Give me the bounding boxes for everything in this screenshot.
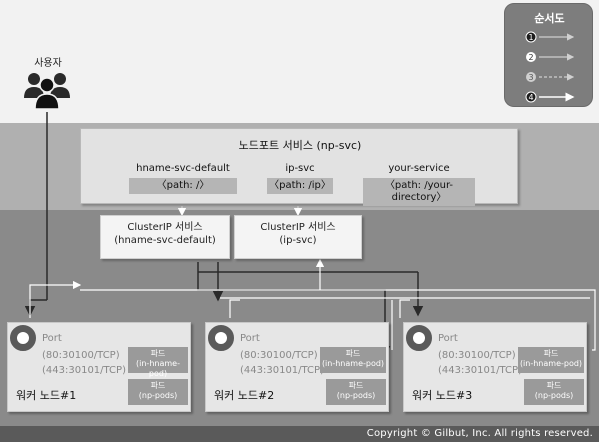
legend-num-2: 2 — [528, 53, 533, 62]
pod-in-hname: 파드 (in-hname-pod) — [128, 347, 188, 378]
copyright-text: Copyright © Gilbut, Inc. All rights rese… — [366, 428, 593, 439]
service-name: ip-svc — [267, 163, 333, 178]
port-label: Port — [438, 333, 458, 344]
port-icon — [208, 325, 234, 351]
pod-name: (in-hname-pod) — [321, 359, 385, 368]
pod-title: 파드 — [348, 381, 364, 390]
clusterip-label: ClusterIP 서비스 — [260, 222, 336, 233]
port-mapping-https: (443:30101/TCP) — [438, 365, 522, 376]
pod-np-pods: 파드 (np-pods) — [326, 379, 386, 405]
users-icon — [24, 73, 70, 110]
service-ip-svc: ip-svc 〈path: /ip〉 — [267, 163, 333, 194]
clusterip-service-name: (hname-svc-default) — [114, 235, 216, 246]
service-path: 〈path: /your-directory〉 — [384, 180, 454, 203]
legend-arrows: 1 2 3 4 — [525, 31, 575, 103]
pod-np-pods: 파드 (np-pods) — [128, 379, 188, 405]
legend-item-2: 2 — [526, 52, 575, 62]
pod-title: 파드 — [543, 349, 559, 358]
port-icon — [406, 325, 432, 351]
nodeport-service-panel: 노드포트 서비스 (np-svc) hname-svc-default 〈pat… — [80, 128, 518, 206]
worker-node-name: 워커 노드#1 — [16, 389, 77, 402]
pod-name: (np-pods) — [336, 391, 376, 400]
worker-node-name: 워커 노드#3 — [412, 389, 473, 402]
pod-name: (in-hname-pod) — [519, 359, 583, 368]
worker-node-2: Port (80:30100/TCP) (443:30101/TCP) 워커 노… — [205, 322, 389, 412]
legend-num-3: 3 — [528, 73, 533, 82]
clusterip-service-hname: ClusterIP 서비스 (hname-svc-default) — [100, 215, 230, 259]
legend-title: 순서도 — [534, 12, 565, 25]
pod-title: 파드 — [150, 381, 166, 390]
pod-name: (in-hname-pod) — [136, 359, 180, 378]
service-your-service: your-service 〈path: /your-directory〉 — [363, 163, 475, 206]
port-mapping-https: (443:30101/TCP) — [42, 365, 126, 376]
worker-node-3: Port (80:30100/TCP) (443:30101/TCP) 워커 노… — [403, 322, 587, 412]
service-hname-svc-default: hname-svc-default 〈path: /〉 — [129, 163, 237, 194]
pod-title: 파드 — [345, 349, 361, 358]
pod-in-hname: 파드 (in-hname-pod) — [518, 347, 584, 373]
legend-num-1: 1 — [528, 33, 533, 42]
clusterip-service-name: (ip-svc) — [279, 235, 317, 246]
legend-item-4: 4 — [525, 91, 575, 103]
service-name: your-service — [363, 163, 475, 178]
clusterip-service-ip: ClusterIP 서비스 (ip-svc) — [234, 215, 362, 259]
port-mapping-http: (80:30100/TCP) — [240, 350, 318, 361]
worker-node-1: Port (80:30100/TCP) (443:30101/TCP) 워커 노… — [7, 322, 191, 412]
port-icon — [10, 325, 36, 351]
pod-title: 파드 — [150, 349, 166, 358]
nodeport-service-title: 노드포트 서비스 (np-svc) — [238, 139, 362, 152]
pod-name: (np-pods) — [534, 391, 574, 400]
service-name: hname-svc-default — [129, 163, 237, 178]
service-path: 〈path: /〉 — [156, 180, 210, 191]
port-mapping-http: (80:30100/TCP) — [42, 350, 120, 361]
port-mapping-http: (80:30100/TCP) — [438, 350, 516, 361]
pod-np-pods: 파드 (np-pods) — [524, 379, 584, 405]
pod-name: (np-pods) — [138, 391, 178, 400]
pod-in-hname: 파드 (in-hname-pod) — [320, 347, 386, 373]
legend-box: 순서도 1 2 3 4 — [504, 3, 593, 107]
port-label: Port — [240, 333, 260, 344]
pod-title: 파드 — [546, 381, 562, 390]
clusterip-label: ClusterIP 서비스 — [127, 222, 203, 233]
port-label: Port — [42, 333, 62, 344]
service-path: 〈path: /ip〉 — [269, 180, 331, 191]
legend-item-1: 1 — [525, 31, 575, 43]
footer-bar — [0, 426, 599, 442]
legend-item-3: 3 — [526, 72, 575, 82]
legend-num-4: 4 — [528, 93, 533, 102]
worker-node-name: 워커 노드#2 — [214, 389, 275, 402]
user-label: 사용자 — [34, 58, 62, 69]
port-mapping-https: (443:30101/TCP) — [240, 365, 324, 376]
